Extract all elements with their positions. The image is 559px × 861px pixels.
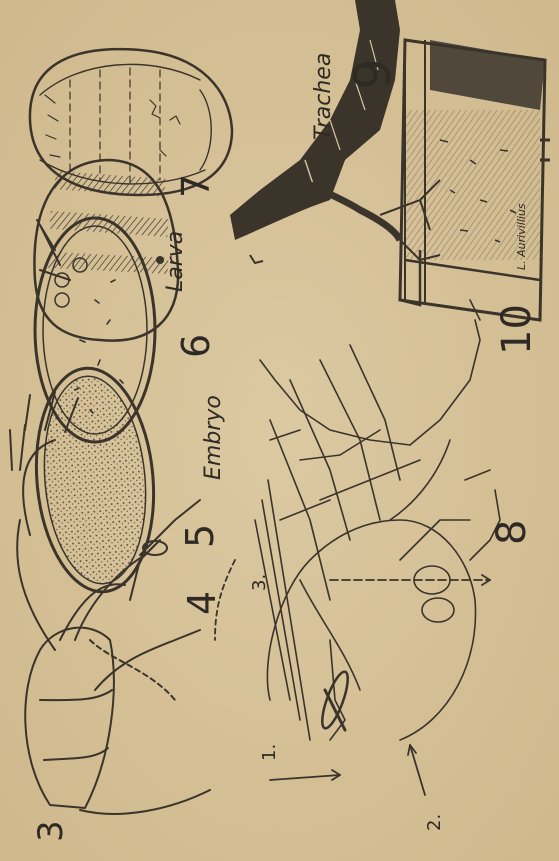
figure-5-number: 5 [178, 524, 222, 548]
figure-3-number: 3 [31, 820, 71, 842]
figure-8-number: 8 [489, 520, 535, 545]
figure-7-number: 7 [174, 174, 218, 198]
arrow-label-2: 2. [424, 814, 445, 831]
figure-10-number: 10 [494, 304, 540, 355]
figure-6-caption: Larva [163, 231, 188, 292]
figure-6-number: 6 [174, 334, 218, 358]
arrow-label-3: 3. [249, 574, 270, 591]
artist-signature: L. Aurivillius [515, 203, 528, 270]
figure-9-number: 9 [344, 58, 402, 90]
figure-5-caption: Embryo [201, 395, 226, 480]
figure-9-caption: Trachea [311, 53, 336, 140]
arrow-label-1: 1. [259, 744, 280, 761]
